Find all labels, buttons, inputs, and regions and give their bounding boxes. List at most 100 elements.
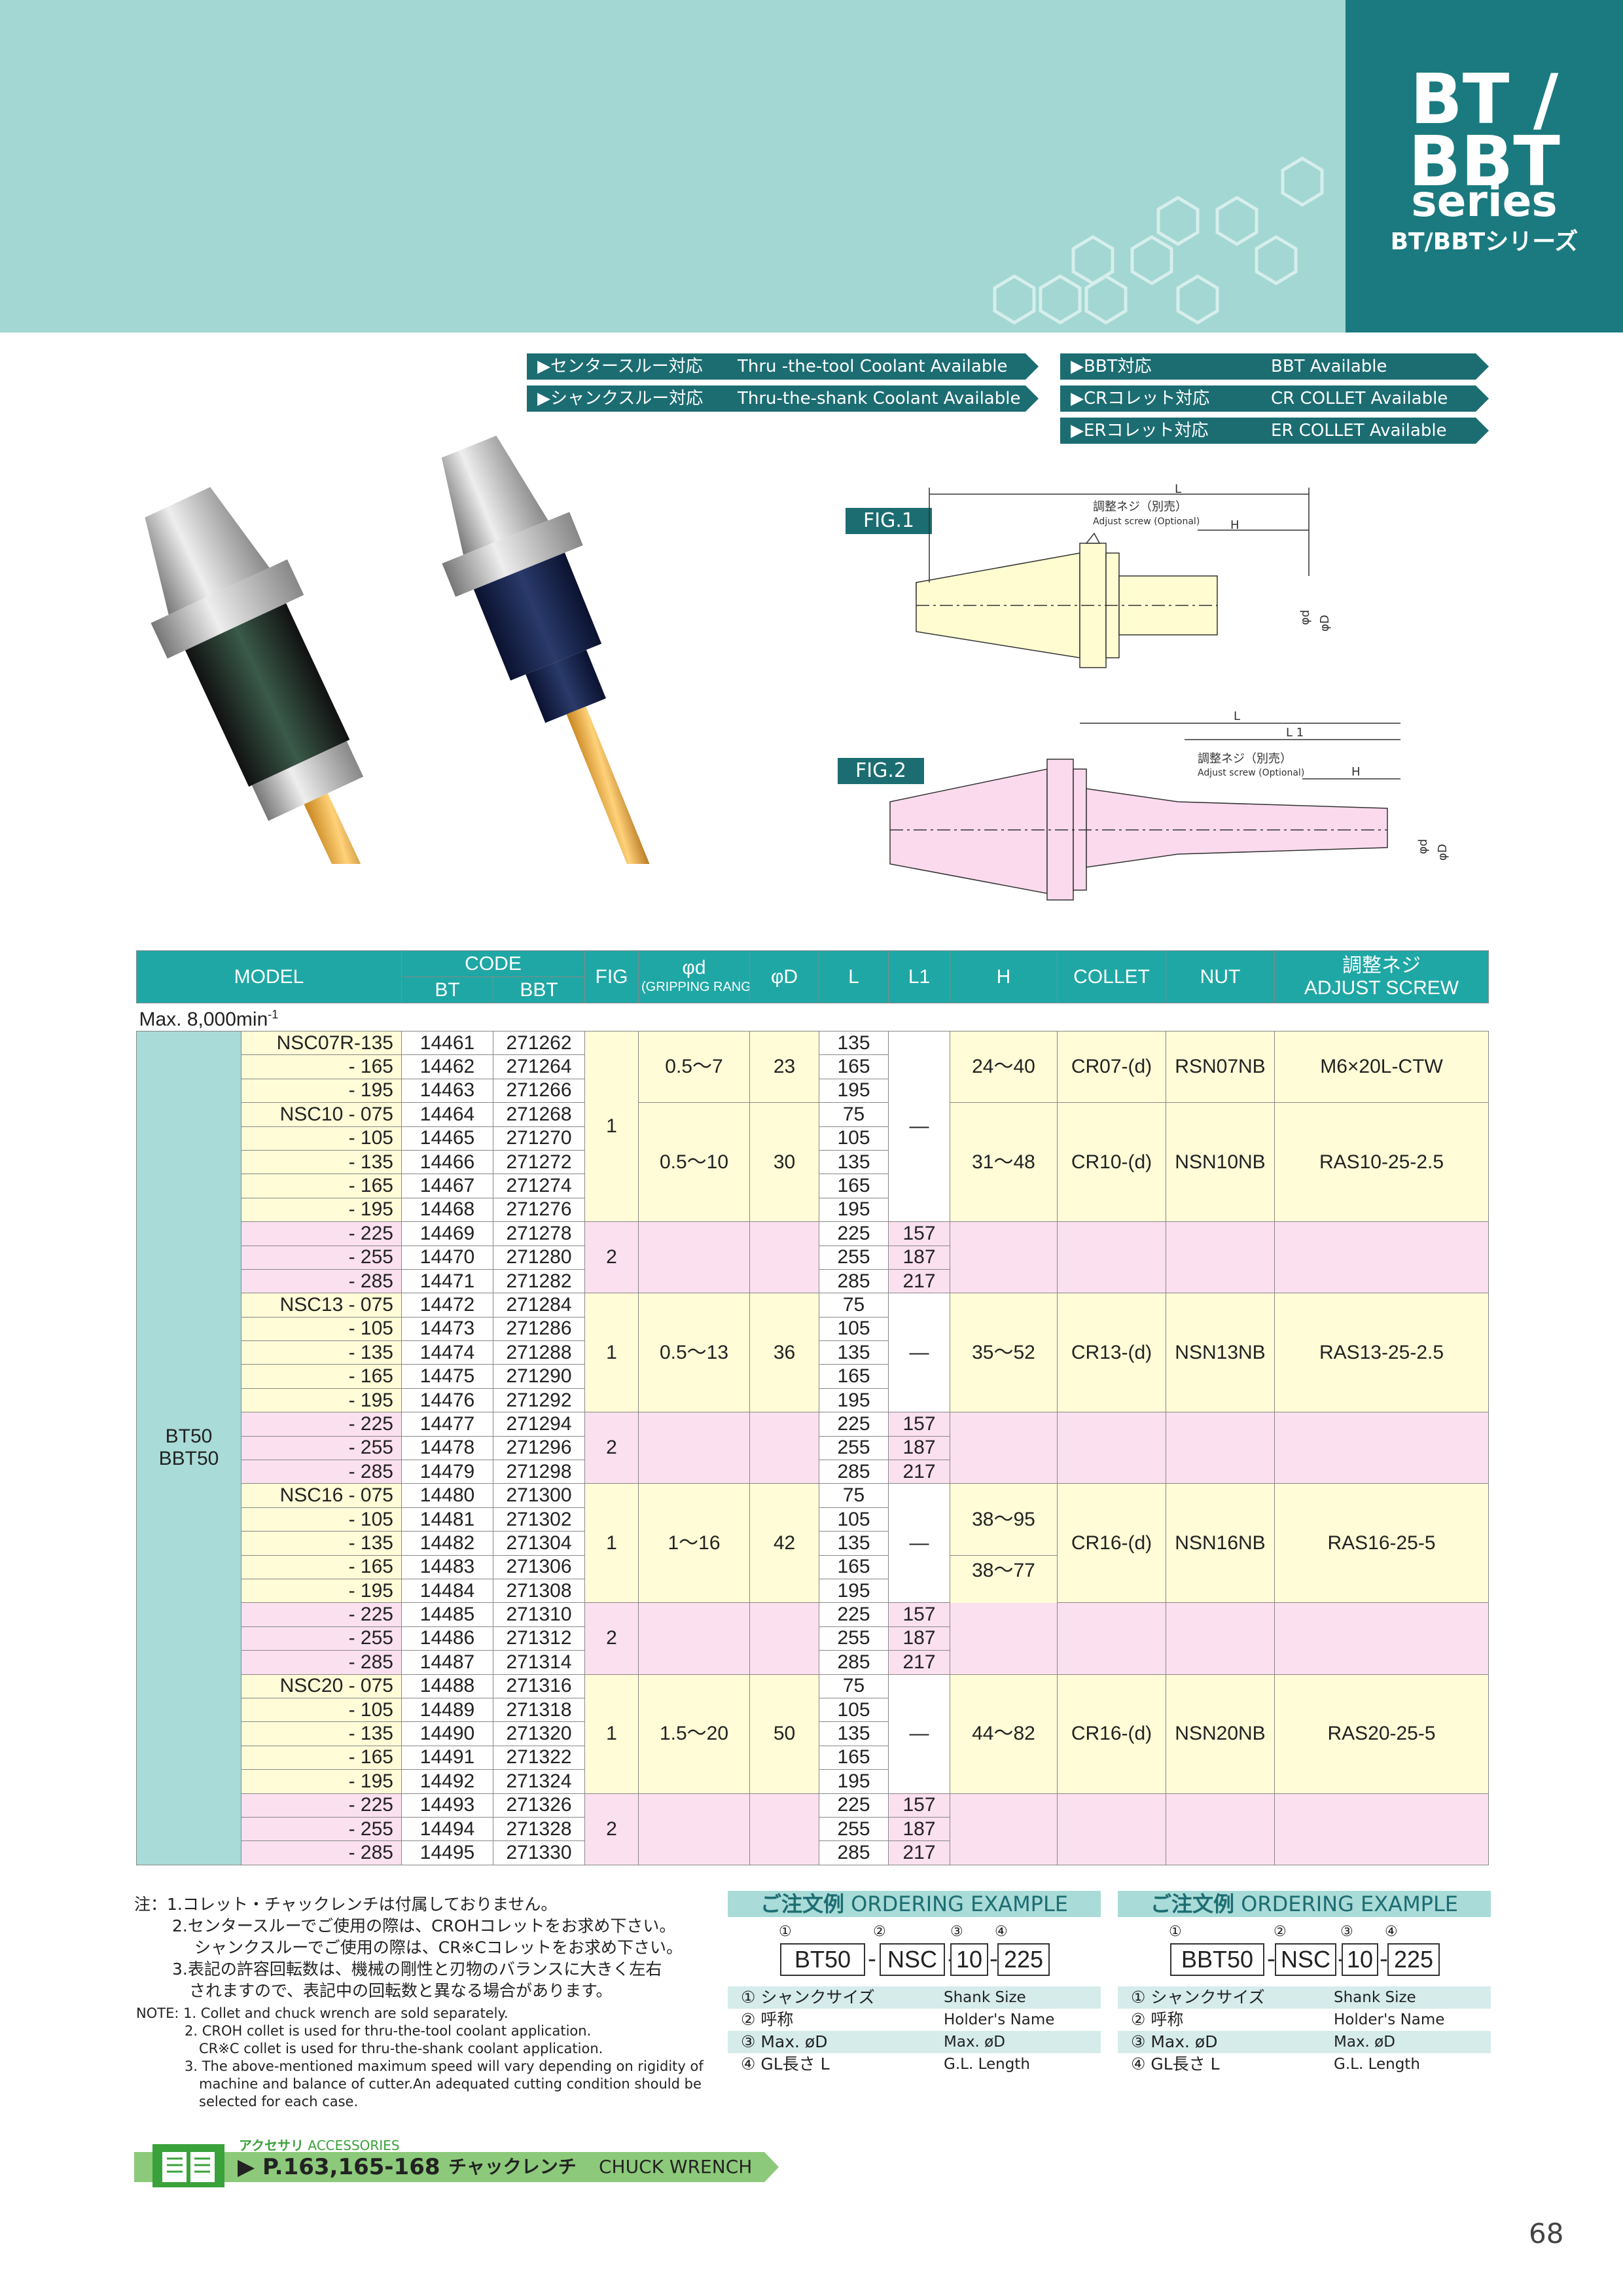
header-collet: COLLET — [1057, 950, 1166, 1003]
bbt-code-cell: 271312 — [493, 1626, 585, 1651]
adjust-cell — [1274, 1412, 1489, 1484]
collet-cell: CR13-(d) — [1057, 1293, 1166, 1413]
fig-cell: 1 — [584, 1030, 639, 1223]
fig-cell: 2 — [584, 1412, 639, 1484]
bbt-code-cell: 271300 — [493, 1483, 585, 1508]
model-cell: - 165 — [241, 1364, 402, 1389]
H-cell — [950, 1221, 1058, 1294]
L-cell: 225 — [819, 1793, 889, 1818]
model-cell: - 105 — [241, 1507, 402, 1532]
L1-cell: 217 — [888, 1650, 950, 1675]
d-range-cell: 0.5～7 — [638, 1030, 750, 1103]
model-cell: - 285 — [241, 1460, 402, 1484]
header-H: H — [950, 950, 1058, 1003]
nut-cell: NSN10NB — [1166, 1102, 1275, 1223]
spec-table: MODEL CODE FIG φd(GRIPPING RANGE) φD L L… — [136, 950, 1489, 1865]
ordering-example-2: ご注文例 ORDERING EXAMPLE ① ② ③ ④ BBT50 - NS… — [1118, 1891, 1491, 2074]
adjust-cell: M6×20L-CTW — [1274, 1030, 1489, 1103]
header-d-label: φd — [682, 956, 706, 978]
L1-cell: 217 — [888, 1840, 950, 1865]
ordering-row-jp: ② 呼称 — [1131, 2010, 1184, 2029]
bt-code-cell: 14463 — [401, 1078, 493, 1103]
model-cell: - 285 — [241, 1840, 402, 1865]
H-cell: 31～48 — [950, 1102, 1058, 1223]
note-line: されますので、表記中の回転数と異なる場合があります。 — [189, 1981, 613, 2000]
bbt-code-cell: 271326 — [493, 1793, 585, 1818]
L-cell: 165 — [819, 1364, 889, 1389]
bt-code-cell: 14490 — [401, 1721, 493, 1746]
note-line: 3.表記の許容回転数は、機械の剛性と刃物のバランスに大きく左右 — [172, 1960, 662, 1979]
accessories-label: アクセサリ ACCESSORIES — [239, 2135, 400, 2154]
bt-code-cell: 14486 — [401, 1626, 493, 1651]
header-L1: L1 — [888, 950, 950, 1003]
fig-cell: 2 — [584, 1793, 639, 1865]
bbt-code-cell: 271266 — [493, 1078, 585, 1103]
model-cell: NSC10 - 075 — [241, 1102, 402, 1127]
ordering-num: ① — [779, 1924, 792, 1940]
d-range-cell: 0.5～13 — [638, 1293, 750, 1413]
model-cell: - 225 — [241, 1221, 402, 1246]
model-cell: NSC07R-135 — [241, 1030, 402, 1056]
model-cell: - 255 — [241, 1816, 402, 1842]
bbt-code-cell: 271280 — [493, 1245, 585, 1270]
fig2-label: FIG.2 — [838, 758, 924, 784]
ordering-row-en: Max. øD — [944, 2034, 1005, 2051]
bbt-code-cell: 271308 — [493, 1578, 585, 1604]
ordering-row-jp: ③ Max. øD — [1131, 2032, 1218, 2051]
fig1-adjust-jp: 調整ネジ（別売） — [1093, 500, 1187, 514]
accessories-pages-text[interactable]: P.163,165-168 — [262, 2154, 440, 2180]
series-title-jp: BT/BBTシリーズ — [1390, 228, 1578, 255]
bbt-code-cell: 271270 — [493, 1126, 585, 1151]
L1-cell: 217 — [888, 1460, 950, 1484]
nut-cell — [1166, 1602, 1275, 1675]
fig1-d: φd — [1298, 610, 1312, 625]
L-cell: 75 — [819, 1483, 889, 1508]
L-cell: 195 — [819, 1078, 889, 1103]
D-cell — [749, 1412, 819, 1484]
model-cell: - 105 — [241, 1316, 402, 1342]
D-cell — [749, 1221, 819, 1294]
model-cell: - 195 — [241, 1388, 402, 1413]
H-cell: 44～82 — [950, 1674, 1058, 1794]
bbt-code-cell: 271276 — [493, 1197, 585, 1223]
ordering-row-jp: ① シャンクサイズ — [1131, 1988, 1265, 2007]
bt-code-cell: 14494 — [401, 1816, 493, 1842]
ordering-row: ② 呼称 Holder's Name — [1118, 2009, 1491, 2031]
ordering-row-jp: ④ GL長さ L — [741, 2054, 830, 2073]
bbt-code-cell: 271324 — [493, 1769, 585, 1794]
L-cell: 75 — [819, 1102, 889, 1127]
note-line: 3. The above-mentioned maximum speed wil… — [185, 2058, 704, 2074]
ordering-num: ④ — [995, 1924, 1008, 1940]
accessories-pages[interactable]: ▶ P.163,165-168 — [238, 2154, 440, 2180]
header-D: φD — [749, 950, 819, 1003]
bt-code-cell: 14492 — [401, 1769, 493, 1794]
D-cell — [749, 1602, 819, 1675]
model-cell: - 195 — [241, 1078, 402, 1103]
ordering-row-jp: ① シャンクサイズ — [741, 1988, 875, 2007]
L-cell: 225 — [819, 1412, 889, 1437]
ordering-row-en: Holder's Name — [1334, 2011, 1445, 2028]
L-cell: 255 — [819, 1816, 889, 1842]
fig-cell: 2 — [584, 1221, 639, 1294]
ordering-row-en: G.L. Length — [944, 2056, 1030, 2073]
bbt-code-cell: 271284 — [493, 1293, 585, 1318]
bbt-code-cell: 271296 — [493, 1435, 585, 1461]
model-cell: - 225 — [241, 1793, 402, 1818]
note-line: machine and balance of cutter.An adequat… — [199, 2076, 702, 2092]
d-range-cell — [638, 1221, 750, 1294]
H-cell — [950, 1793, 1058, 1865]
L-cell: 225 — [819, 1221, 889, 1246]
model-group-bt: BT50 — [165, 1426, 213, 1448]
ordering-num: ③ — [950, 1924, 963, 1940]
model-cell: - 165 — [241, 1554, 402, 1579]
page-number: 68 — [1529, 2217, 1564, 2250]
model-cell: NSC20 - 075 — [241, 1674, 402, 1698]
L-cell: 135 — [819, 1149, 889, 1175]
